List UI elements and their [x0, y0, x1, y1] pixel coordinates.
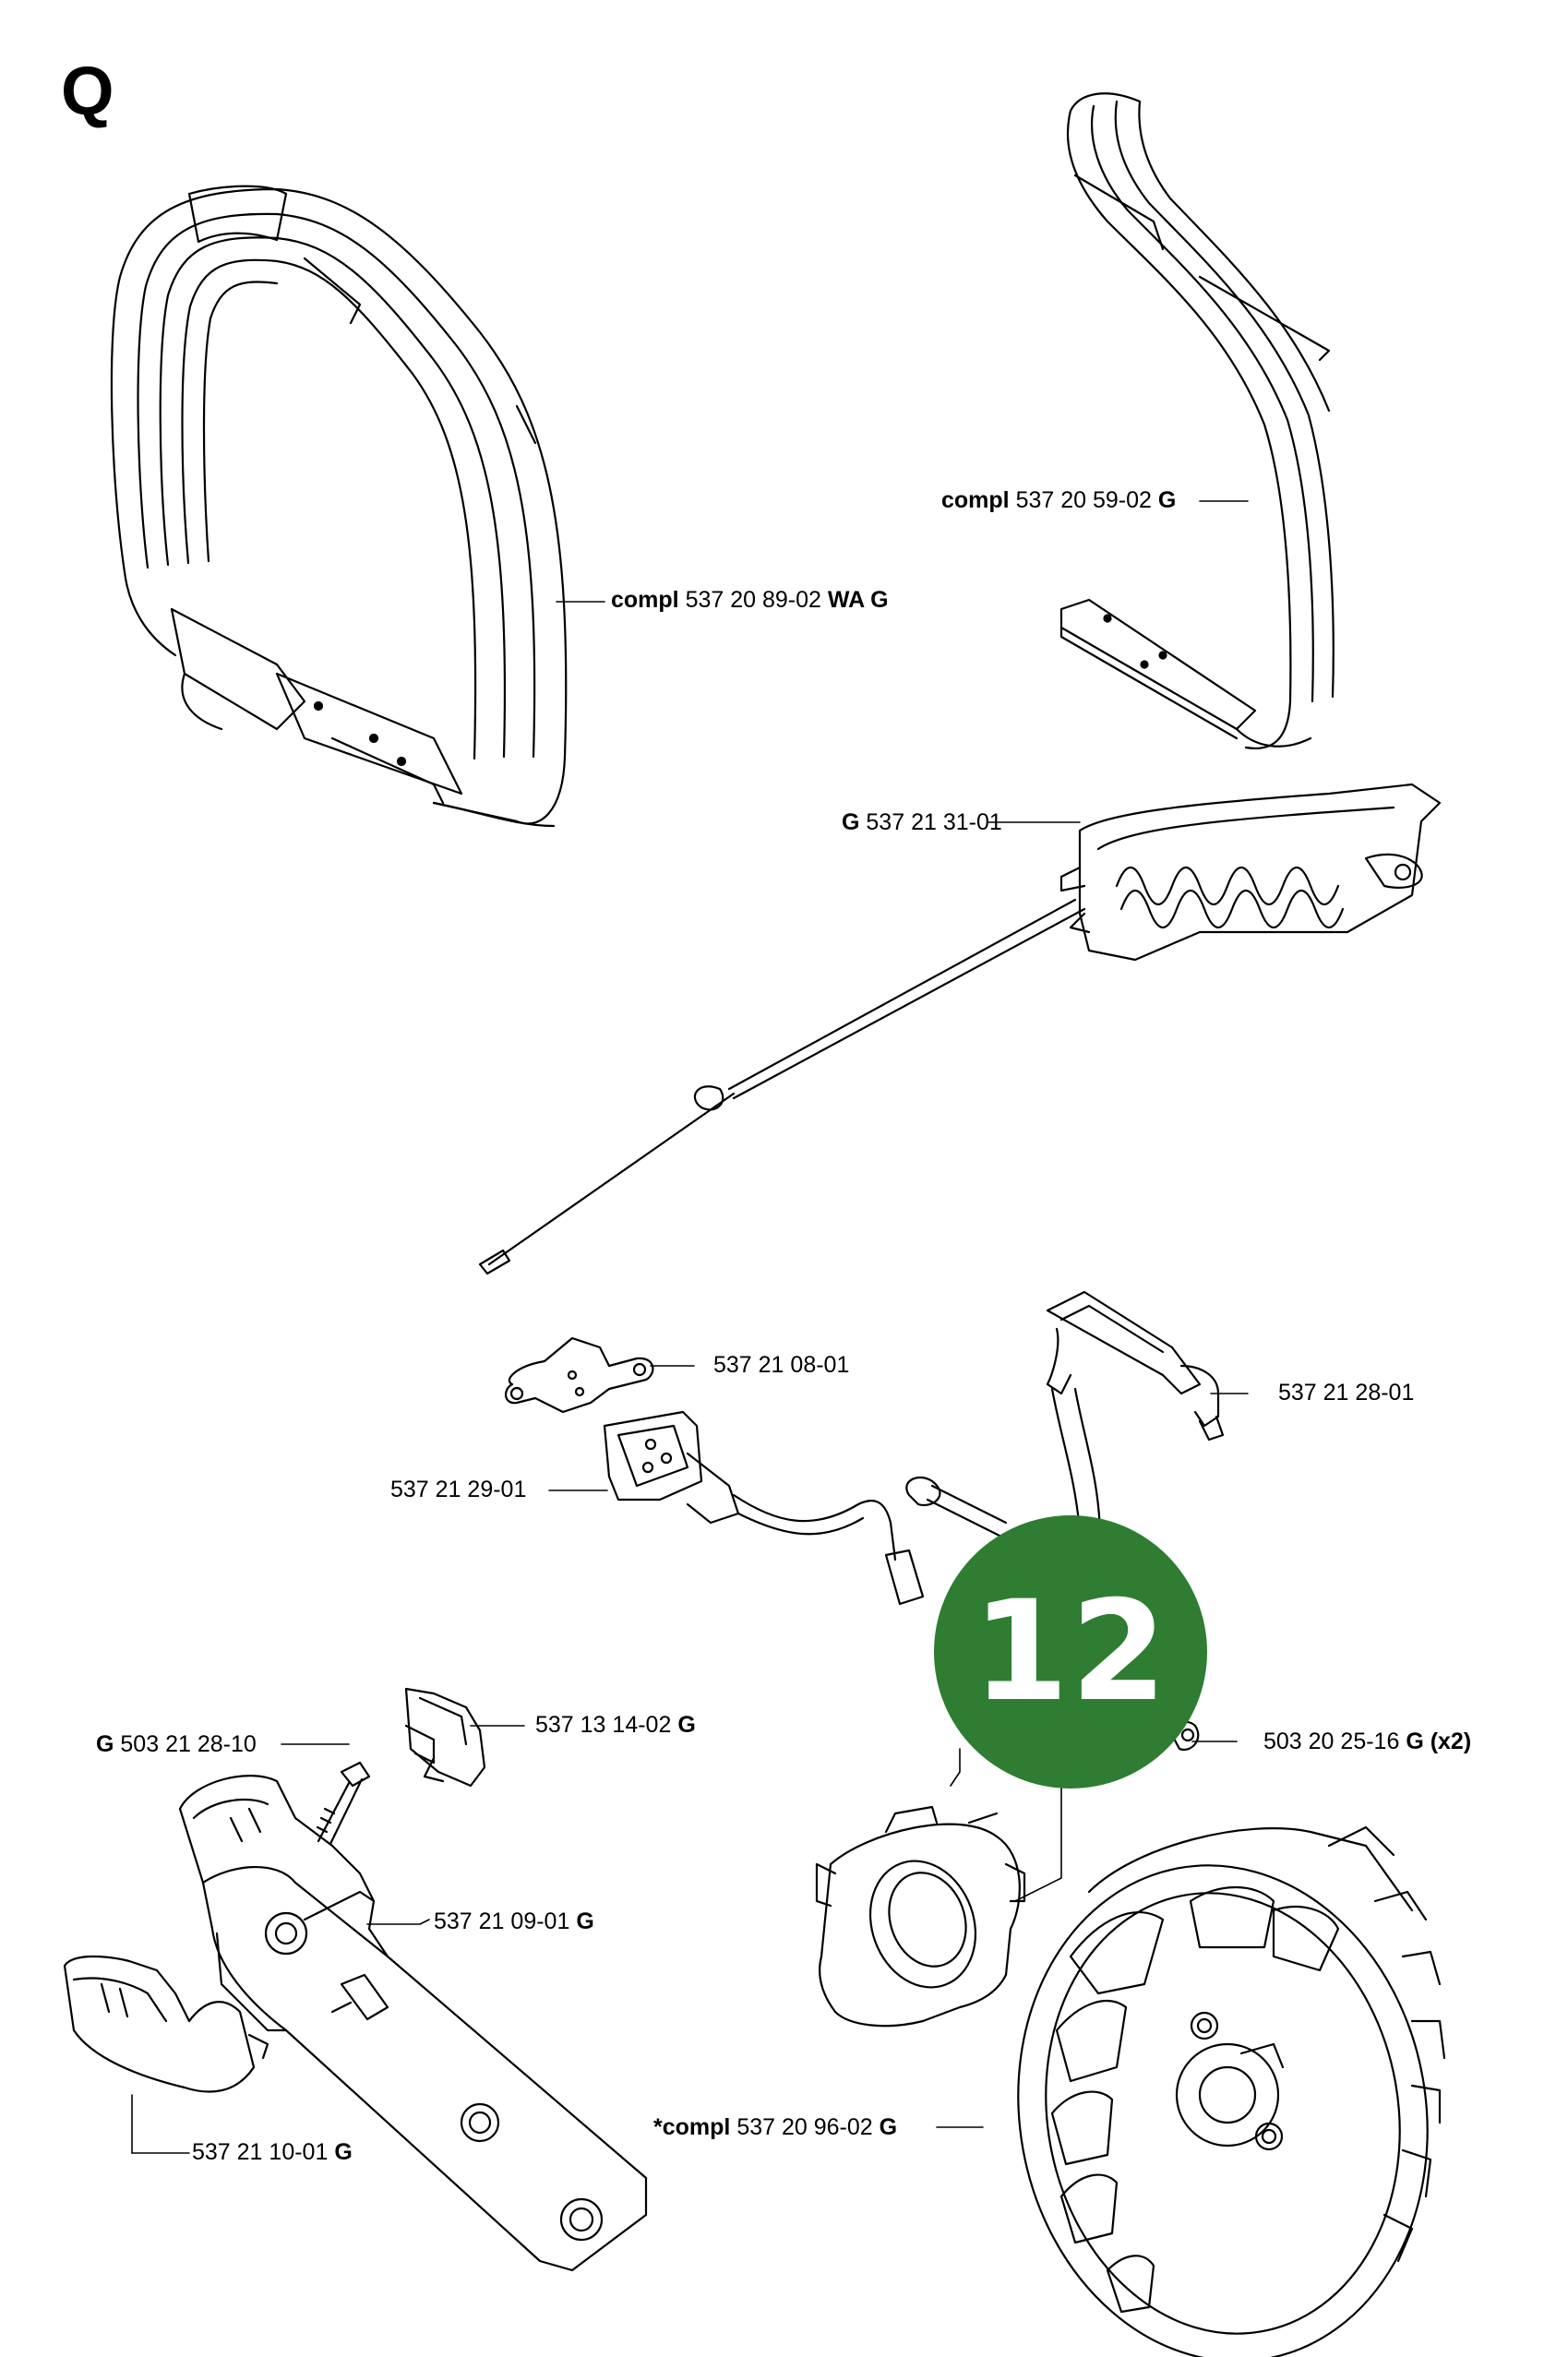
switch-module-part: [603, 1410, 925, 1606]
front-handle-part: [110, 185, 568, 828]
callout-flywheel: *compl 537 20 96-02 G: [653, 2116, 897, 2139]
callout-suffix: WA G: [827, 587, 889, 613]
callout-front-handle: compl 537 20 89-02 WA G: [611, 589, 889, 612]
rear-handle-bar-part: [1059, 92, 1335, 749]
spark-plug-cap-part: [905, 1290, 1225, 1571]
callout-screw: G 503 21 28-10: [96, 1733, 257, 1756]
ignition-module-part: [815, 1805, 1026, 2028]
callout-suffix: G: [677, 1712, 696, 1738]
part-number: 537 21 31-01: [866, 809, 1002, 835]
part-number: 537 20 59-02: [1015, 487, 1152, 513]
part-number: 537 21 10-01: [192, 2139, 329, 2165]
callout-prefix: G: [96, 1731, 114, 1757]
leader-lines: [131, 500, 1249, 2154]
callout-spark-plug-cap: 537 21 28-01: [1278, 1382, 1414, 1405]
clamp-part: [505, 1336, 654, 1414]
callout-suffix: G: [334, 2139, 353, 2165]
callout-grip-cover: 537 21 10-01 G: [192, 2141, 353, 2164]
part-number: 537 21 29-01: [390, 1477, 527, 1502]
section-letter: Q: [61, 53, 114, 129]
part-number: 537 20 96-02: [736, 2114, 873, 2140]
callout-prefix: *compl: [653, 2114, 731, 2140]
callout-heater-switch: 537 13 14-02 G: [535, 1714, 696, 1737]
flywheel-part: [1017, 1825, 1446, 2357]
callout-clamp: 537 21 08-01: [713, 1354, 849, 1377]
callout-bolt: 503 20 25-16 G (x2): [1263, 1730, 1471, 1753]
callout-grip-housing: 537 21 09-01 G: [434, 1910, 594, 1933]
heater-switch-part: [404, 1687, 486, 1788]
callout-suffix: G (x2): [1406, 1729, 1472, 1754]
callout-prefix: compl: [611, 587, 679, 613]
handle-heater-part: [478, 783, 1442, 1275]
part-number: 537 21 08-01: [713, 1352, 850, 1378]
callout-suffix: G: [1157, 487, 1177, 513]
part-number: 537 21 28-01: [1278, 1380, 1415, 1406]
callout-prefix: compl: [941, 487, 1010, 513]
screw-part: [316, 1761, 371, 1846]
part-number: 537 21 09-01: [434, 1908, 570, 1934]
grip-housing-part: [178, 1775, 648, 2272]
page-number: 12: [972, 1572, 1169, 1732]
part-number: 537 13 14-02: [535, 1712, 672, 1738]
callout-rear-handle-bar: compl 537 20 59-02 G: [941, 489, 1176, 512]
page-number-badge: 12: [934, 1515, 1207, 1789]
grip-cover-part: [63, 1955, 269, 2093]
part-number: 537 20 89-02: [685, 587, 821, 613]
part-number: 503 20 25-16: [1263, 1729, 1400, 1754]
callout-prefix: G: [842, 809, 860, 835]
part-number: 503 21 28-10: [120, 1731, 257, 1757]
callout-switch-module: 537 21 29-01: [390, 1478, 526, 1502]
callout-handle-heater: G 537 21 31-01: [842, 811, 1002, 834]
callout-suffix: G: [576, 1908, 594, 1934]
callout-suffix: G: [879, 2114, 898, 2140]
